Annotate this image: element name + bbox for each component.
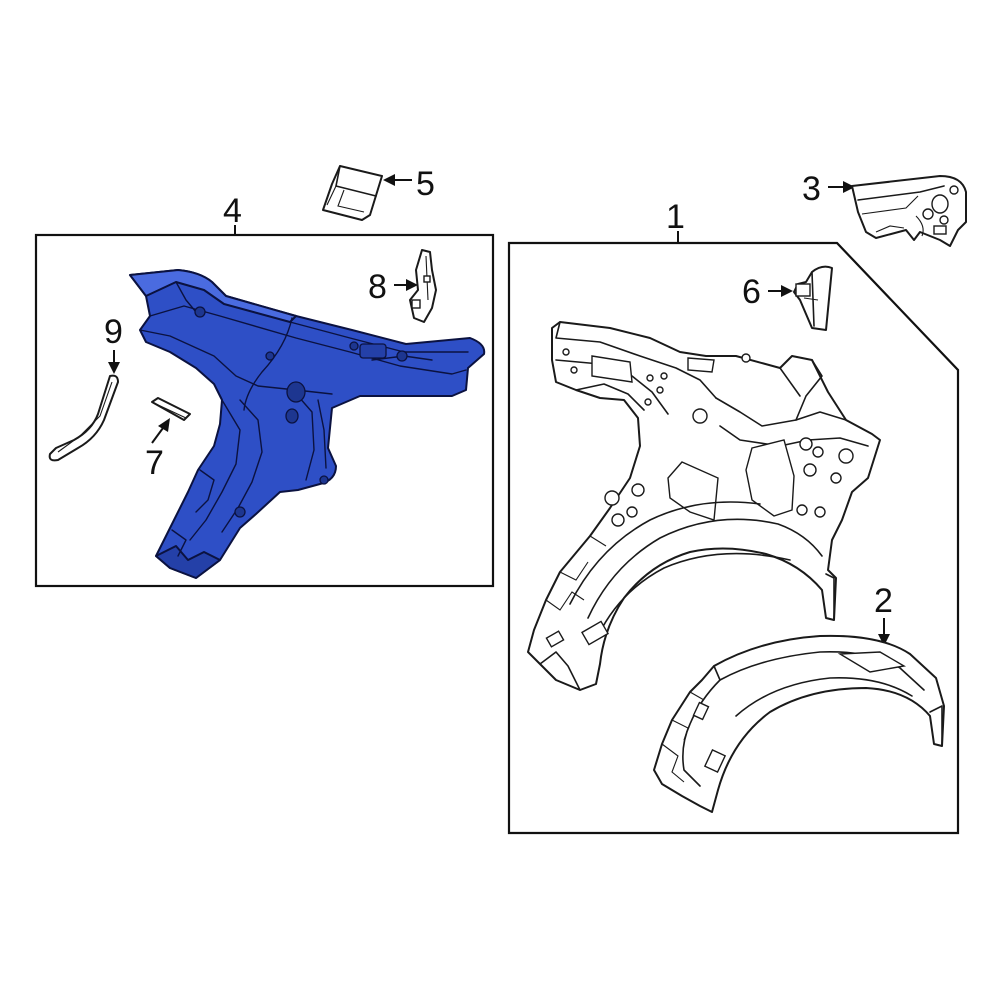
arrowhead-3 xyxy=(843,181,855,193)
callout-6[interactable]: 6 xyxy=(742,273,761,311)
part-1-quarter-panel[interactable] xyxy=(527,321,881,691)
arrowhead-6 xyxy=(781,285,793,297)
part-4-inner-panel[interactable] xyxy=(129,269,486,579)
part-9-molding[interactable] xyxy=(48,374,119,462)
callout-4[interactable]: 4 xyxy=(223,192,242,230)
part-5-bracket[interactable] xyxy=(322,165,383,221)
group-1-frame xyxy=(507,241,960,835)
part-8-bracket[interactable] xyxy=(409,249,437,323)
part-6-clip[interactable] xyxy=(793,265,833,331)
callout-7[interactable]: 7 xyxy=(145,444,164,482)
arrowhead-5 xyxy=(383,174,395,186)
callout-8[interactable]: 8 xyxy=(368,268,387,306)
callout-2[interactable]: 2 xyxy=(874,582,893,620)
callout-9[interactable]: 9 xyxy=(104,313,123,351)
arrowhead-8 xyxy=(406,279,418,291)
arrowhead-9 xyxy=(108,362,120,374)
callout-1[interactable]: 1 xyxy=(666,198,685,236)
part-3-bracket[interactable] xyxy=(851,175,967,247)
part-2-wheelhouse[interactable] xyxy=(653,634,945,813)
leader-7 xyxy=(151,427,164,444)
part-7-pad[interactable] xyxy=(151,397,191,421)
callout-5[interactable]: 5 xyxy=(416,165,435,203)
arrowhead-7 xyxy=(158,418,170,432)
callout-3[interactable]: 3 xyxy=(802,170,821,208)
group-4-frame xyxy=(34,233,495,588)
arrowhead-2 xyxy=(878,634,890,646)
